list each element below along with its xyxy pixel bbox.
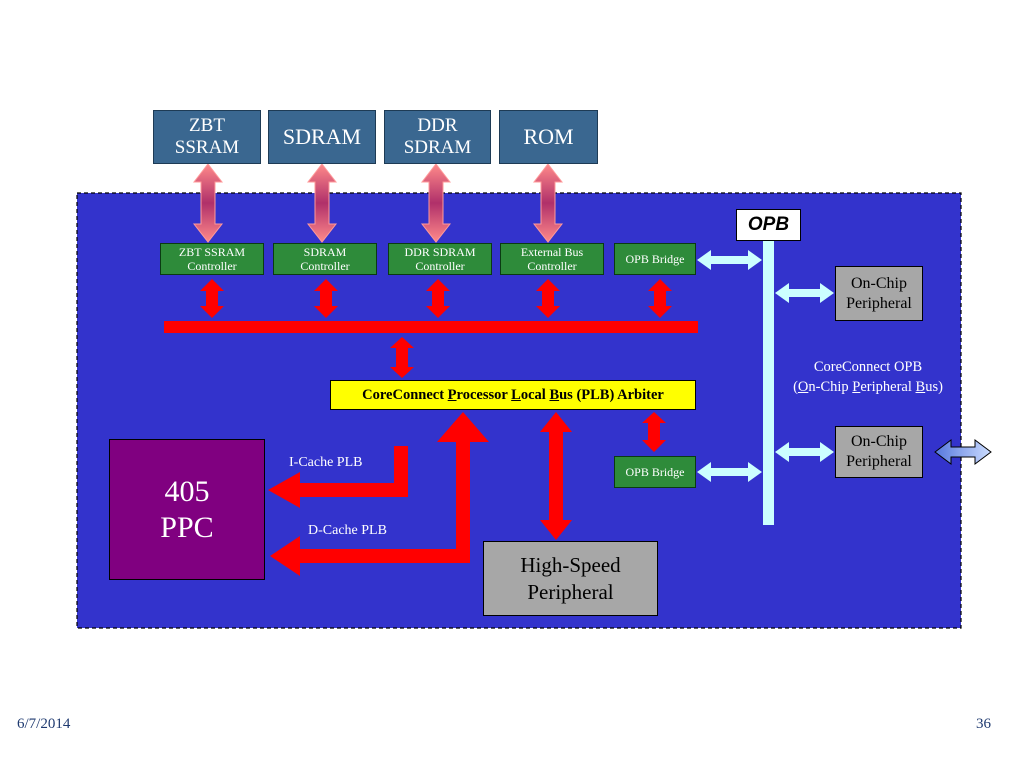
opb-bus	[763, 240, 774, 525]
opb-arrows	[697, 250, 834, 482]
memory-label: ZBT SSRAM	[174, 115, 240, 158]
coreconnect-opb-line1: CoreConnect OPB	[813, 359, 923, 375]
memory-arrows	[192, 163, 564, 243]
ppc-label: 405 PPC	[160, 474, 214, 544]
bus-arrow-5	[648, 279, 672, 318]
controller-zbt-ssram: ZBT SSRAM Controller	[160, 243, 264, 275]
controller-label: OPB Bridge	[625, 251, 685, 266]
on-chip-label: On-Chip Peripheral	[846, 274, 912, 312]
opb-arrow-peripheral-2	[775, 442, 834, 462]
icache-plb-arrow	[268, 415, 408, 508]
bus-arbiter-arrow	[390, 337, 414, 378]
opb-label: OPB	[736, 209, 801, 241]
controller-label: SDRAM Controller	[300, 244, 350, 273]
ppc-405: 405 PPC	[109, 439, 265, 580]
memory-arrow-ddr	[420, 163, 452, 243]
controller-ddr-sdram: DDR SDRAM Controller	[388, 243, 492, 275]
memory-label: SDRAM	[282, 124, 362, 150]
memory-zbt-ssram: ZBT SSRAM	[153, 110, 261, 164]
opb-bridge-lower: OPB Bridge	[614, 456, 696, 488]
controller-label: OPB Bridge	[625, 464, 685, 479]
external-arrow	[934, 439, 992, 465]
bus-arrow-3	[426, 279, 450, 318]
bus-arrow-2	[314, 279, 338, 318]
memory-arrow-rom	[532, 163, 564, 243]
memory-label: ROM	[523, 124, 574, 150]
opb-arrow-upper-bridge	[697, 250, 762, 270]
on-chip-peripheral-1: On-Chip Peripheral	[835, 266, 923, 321]
footer-page-number: 36	[976, 716, 991, 732]
opb-arrow-peripheral-1	[775, 283, 834, 303]
bus-arrow-4	[536, 279, 560, 318]
memory-arrow-sdram	[306, 163, 338, 243]
opb-arrow-lower-bridge	[697, 462, 762, 482]
icache-label: I-Cache PLB	[289, 455, 363, 470]
controller-label: DDR SDRAM Controller	[404, 244, 476, 273]
memory-label: DDR SDRAM	[403, 115, 472, 158]
controller-sdram: SDRAM Controller	[273, 243, 377, 275]
arbiter-bridge-arrow	[642, 412, 666, 452]
on-chip-peripheral-2: On-Chip Peripheral	[835, 426, 923, 478]
coreconnect-opb-label: CoreConnect OPB (On-Chip Peripheral Bus)	[768, 358, 968, 397]
opb-bridge-upper: OPB Bridge	[614, 243, 696, 275]
controller-external-bus: External Bus Controller	[500, 243, 604, 275]
footer-date: 6/7/2014	[17, 716, 71, 732]
dcache-plb-arrow	[270, 412, 489, 576]
dcache-label: D-Cache PLB	[308, 523, 387, 538]
memory-ddr-sdram: DDR SDRAM	[384, 110, 491, 164]
coreconnect-opb-line2: (On-Chip Peripheral Bus)	[793, 378, 943, 395]
bus-arrow-1	[200, 279, 224, 318]
controller-label: External Bus Controller	[520, 244, 584, 273]
high-speed-label: High-Speed Peripheral	[520, 553, 621, 604]
on-chip-label: On-Chip Peripheral	[846, 433, 912, 470]
controller-bus-arrows	[200, 279, 672, 318]
opb-label-text: OPB	[747, 214, 790, 235]
memory-sdram: SDRAM	[268, 110, 376, 164]
controller-label: ZBT SSRAM Controller	[178, 244, 246, 273]
plb-bus	[164, 321, 698, 333]
hsp-arrow	[540, 412, 572, 540]
high-speed-peripheral: High-Speed Peripheral	[483, 541, 658, 616]
memory-rom: ROM	[499, 110, 598, 164]
plb-arbiter: CoreConnect Processor Local Bus (PLB) Ar…	[330, 380, 696, 410]
memory-arrow-zbt	[192, 163, 224, 243]
arbiter-text: CoreConnect Processor Local Bus (PLB) Ar…	[362, 386, 664, 403]
